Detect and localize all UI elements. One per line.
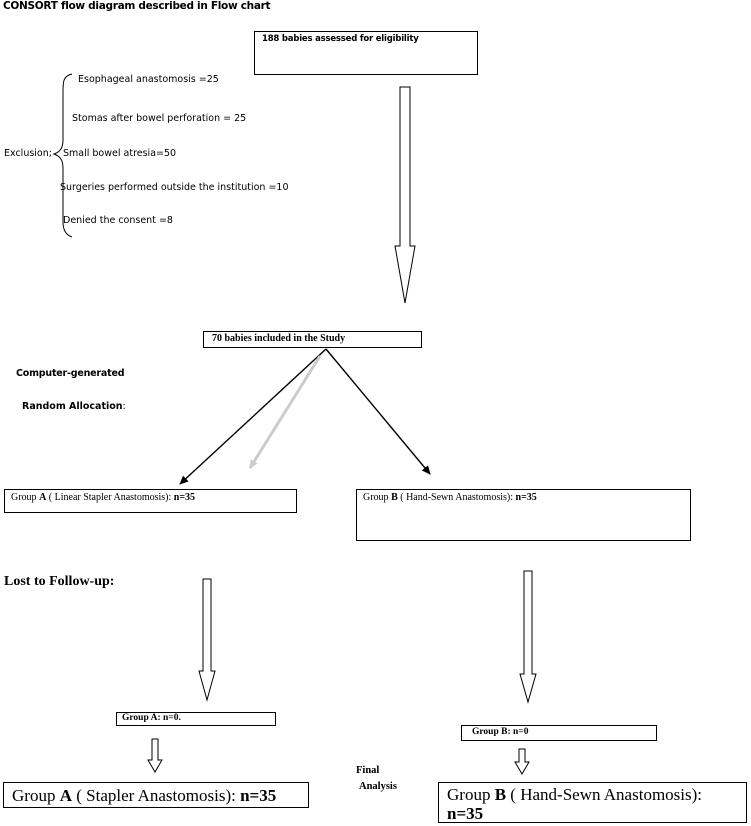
allocation-label-line1: Computer-generated: [16, 368, 125, 379]
final-b-box: Group B ( Hand-Sewn Anastomosis): n=35: [438, 782, 747, 823]
final-a-rest: ( Stapler Anastomosis):: [71, 786, 241, 805]
hollow-arrow-lost-a-to-final: [147, 738, 163, 773]
exclusion-brace: [52, 73, 73, 238]
final-a-prefix: Group: [12, 786, 60, 805]
final-analysis-label: Final Analysis: [356, 763, 397, 795]
exclusion-item: Surgeries performed outside the institut…: [60, 182, 289, 193]
final-b-text: Group B ( Hand-Sewn Anastomosis): n=35: [447, 785, 702, 823]
exclusion-item: Esophageal anastomosis =25: [78, 74, 219, 85]
allocation-label-colon: :: [122, 401, 126, 412]
exclusion-item: Small bowel atresia=50: [63, 148, 177, 159]
hollow-arrow-group-a-to-lost: [198, 578, 216, 702]
group-b-rest: ( Hand-Sewn Anastomosis):: [397, 492, 516, 503]
group-a-rest: ( Linear Stapler Anastomosis):: [46, 492, 174, 503]
group-b-n: n=35: [515, 492, 537, 503]
arrow-gray-shadow: [248, 355, 322, 469]
arrow-to-group-a: [179, 348, 327, 485]
final-a-n: n=35: [240, 786, 277, 805]
final-analysis-line1: Final: [356, 765, 380, 776]
lost-b-text: Group B: n=0: [472, 727, 529, 737]
allocation-label-line2: Random Allocation:: [22, 401, 126, 412]
hollow-arrow-group-b-to-lost: [519, 570, 537, 704]
included-box: 70 babies included in the Study: [203, 331, 422, 348]
exclusion-item: Stomas after bowel perforation = 25: [72, 113, 247, 124]
final-a-text: Group A ( Stapler Anastomosis): n=35: [12, 786, 276, 806]
lost-a-text: Group A: n=0.: [122, 713, 181, 723]
final-b-letter: B: [494, 785, 507, 804]
final-a-letter: A: [59, 786, 72, 805]
assessed-text: 188 babies assessed for eligibility: [262, 34, 419, 44]
group-a-n: n=35: [173, 492, 196, 503]
group-b-box: Group B ( Hand-Sewn Anastomosis): n=35: [356, 489, 691, 541]
allocation-label-bold: Random Allocation: [22, 401, 123, 412]
assessed-box: 188 babies assessed for eligibility: [254, 31, 478, 75]
arrow-to-group-b: [325, 348, 431, 475]
final-a-box: Group A ( Stapler Anastomosis): n=35: [3, 782, 309, 808]
group-a-text: Group A ( Linear Stapler Anastomosis): n…: [11, 492, 195, 503]
group-b-letter: B: [391, 492, 398, 503]
hollow-arrow-assessed-to-included: [394, 86, 416, 304]
final-analysis-line2: Analysis: [359, 781, 397, 792]
group-a-prefix: Group: [11, 492, 40, 503]
included-text: 70 babies included in the Study: [212, 333, 346, 344]
exclusion-item: Denied the consent =8: [63, 215, 173, 226]
diagram-title: CONSORT flow diagram described in Flow c…: [3, 0, 271, 12]
group-b-prefix: Group: [363, 492, 392, 503]
hollow-arrow-lost-b-to-final: [514, 748, 530, 775]
lost-a-box: Group A: n=0.: [116, 712, 276, 726]
group-b-text: Group B ( Hand-Sewn Anastomosis): n=35: [363, 492, 537, 503]
lost-to-followup-label: Lost to Follow-up:: [4, 574, 115, 589]
group-a-box: Group A ( Linear Stapler Anastomosis): n…: [4, 489, 297, 513]
lost-b-box: Group B: n=0: [461, 725, 657, 741]
final-b-rest: ( Hand-Sewn Anastomosis):: [506, 785, 703, 804]
exclusion-label: Exclusion;: [4, 148, 52, 159]
final-b-prefix: Group: [447, 785, 495, 804]
group-a-letter: A: [39, 492, 47, 503]
final-b-n: n=35: [447, 804, 484, 823]
